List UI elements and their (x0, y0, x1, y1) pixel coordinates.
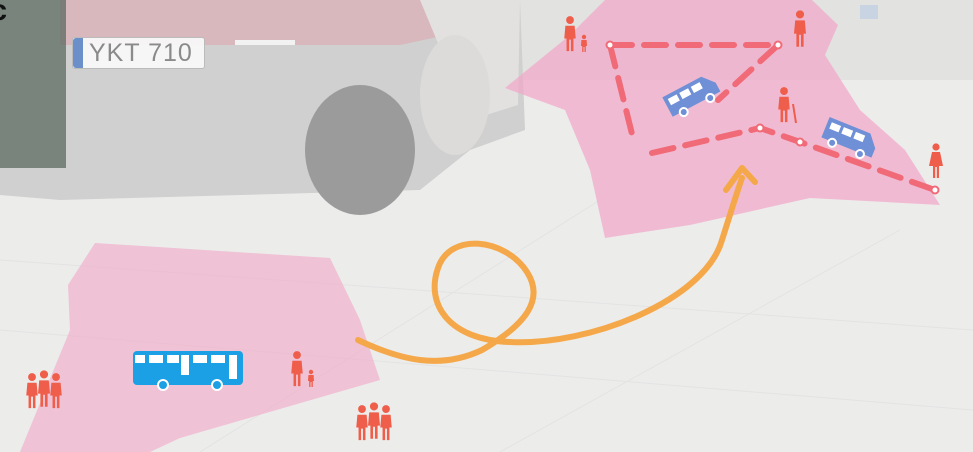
zone-origin (20, 243, 380, 452)
group-of-people-icon (356, 402, 392, 440)
woman-icon (929, 143, 943, 178)
bus-icon (133, 351, 243, 391)
